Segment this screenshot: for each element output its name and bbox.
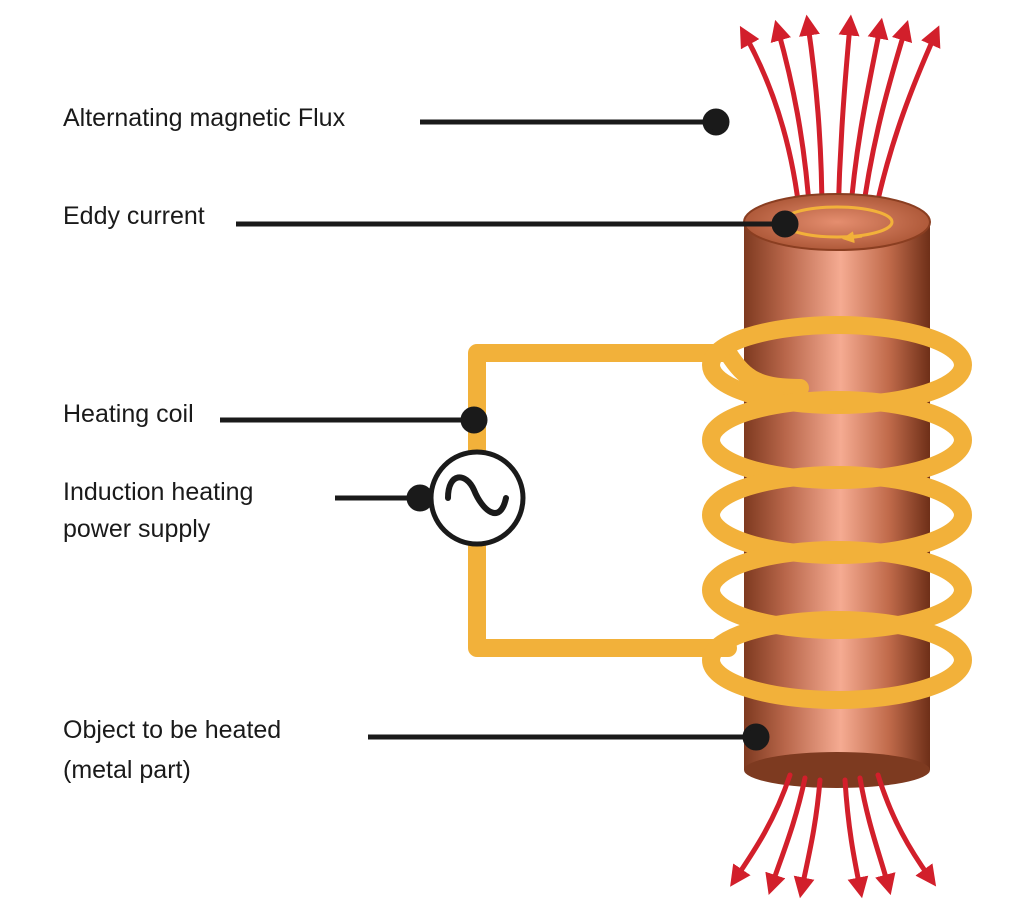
power-supply-label-line1: Induction heating: [63, 478, 254, 506]
flux-arrows-bottom: [730, 772, 937, 899]
object-label-line1: Object to be heated: [63, 716, 282, 744]
leader-lines: [220, 108, 799, 751]
ac-sine-wave-icon: [445, 474, 509, 516]
ac-power-supply: [428, 449, 526, 547]
power-supply-label-line2: power supply: [63, 515, 211, 543]
flux-label: Alternating magnetic Flux: [63, 104, 346, 132]
heating-coil-label: Heating coil: [63, 400, 194, 428]
object-label-line2: (metal part): [63, 756, 191, 784]
flux-arrows-top: [739, 14, 941, 221]
eddy-current-label: Eddy current: [63, 202, 205, 230]
